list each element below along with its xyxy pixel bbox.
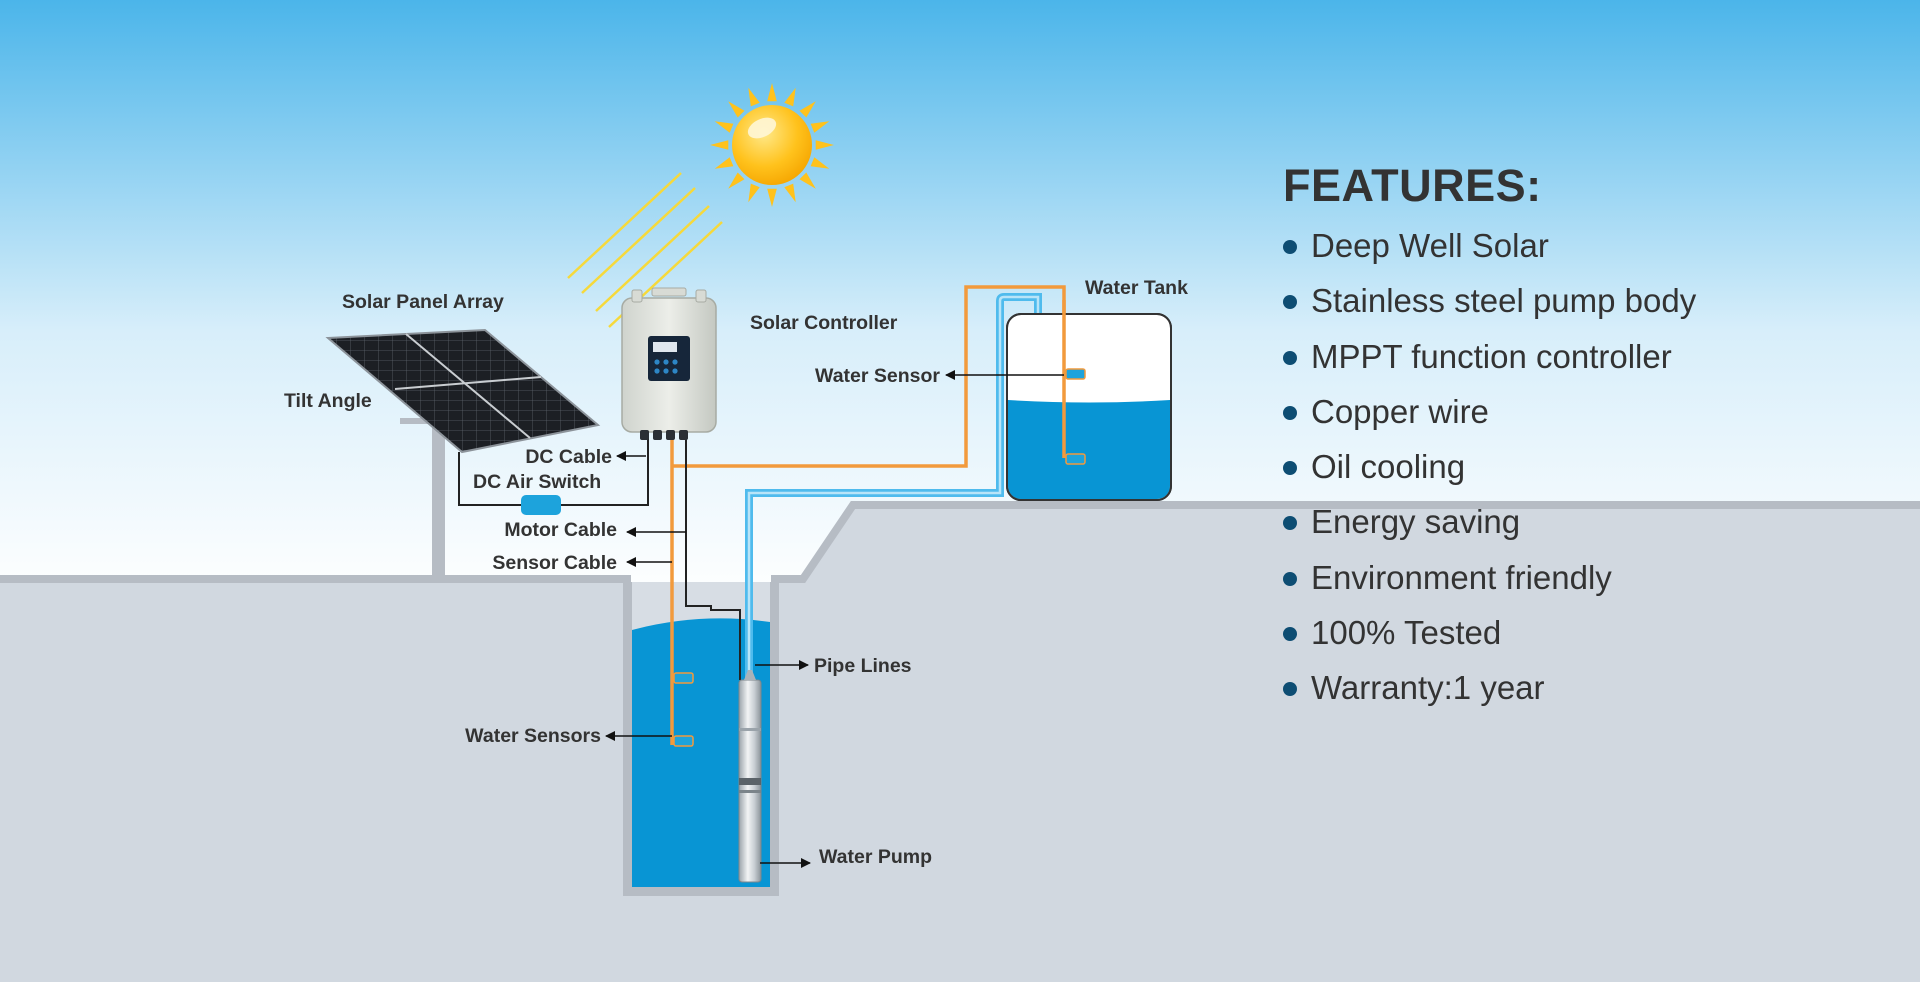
bullet-dot-icon	[1283, 627, 1297, 642]
feature-text: Environment friendly	[1311, 558, 1612, 596]
sun-ray	[799, 101, 816, 118]
motor-cable-line	[685, 432, 741, 680]
feature-item: 100% Tested	[1283, 613, 1903, 668]
feature-text: Oil cooling	[1311, 448, 1466, 486]
label-motor-cable: Motor Cable	[504, 519, 617, 541]
label-pointers	[605, 370, 1064, 868]
sun-ray	[799, 172, 816, 189]
feature-item: Environment friendly	[1283, 558, 1903, 613]
sun-ray	[710, 140, 729, 150]
label-solar-panel-array: Solar Panel Array	[342, 291, 504, 313]
feature-text: Warranty:1 year	[1311, 669, 1545, 707]
sun-ray	[728, 172, 745, 189]
bullet-dot-icon	[1283, 405, 1297, 420]
bullet-dot-icon	[1283, 571, 1297, 586]
bullet-dot-icon	[1283, 350, 1297, 365]
feature-item: Warranty:1 year	[1283, 668, 1903, 723]
bullet-dot-icon	[1283, 516, 1297, 531]
sun-ray	[810, 121, 830, 133]
label-water-sensors: Water Sensors	[465, 725, 601, 747]
sky-background	[0, 0, 1920, 600]
well-water	[632, 618, 770, 887]
sun-ray	[767, 188, 777, 207]
label-solar-controller: Solar Controller	[750, 312, 898, 334]
bullet-dot-icon	[1283, 240, 1297, 254]
sun-ray	[767, 83, 777, 102]
label-sensor-cable: Sensor Cable	[492, 552, 617, 574]
feature-text: 100% Tested	[1311, 614, 1502, 652]
feature-item: Copper wire	[1283, 392, 1903, 447]
feature-item: Deep Well Solar	[1283, 226, 1903, 281]
sun-icon	[710, 83, 834, 207]
sun-ray	[714, 157, 734, 169]
label-tilt-angle: Tilt Angle	[284, 390, 372, 412]
solar-panel-array	[325, 328, 601, 454]
water-pump	[738, 670, 762, 883]
tank-water-sensor-lower	[1065, 453, 1086, 465]
features-title: FEATURES:	[1283, 160, 1542, 211]
sun-ray	[784, 183, 796, 203]
label-pipe-lines: Pipe Lines	[814, 655, 912, 677]
sun-ray	[784, 87, 796, 107]
feature-item: Oil cooling	[1283, 447, 1903, 502]
bullet-dot-icon	[1283, 461, 1297, 476]
sun-ray	[810, 157, 830, 169]
sun-ray	[748, 183, 760, 203]
solar-controller	[621, 287, 717, 440]
feature-item: Stainless steel pump body	[1283, 281, 1903, 336]
sun-ray	[815, 140, 834, 150]
pipe-line	[745, 293, 1042, 878]
sun-ray	[728, 101, 745, 118]
feature-text: Stainless steel pump body	[1311, 282, 1697, 320]
panel-post	[432, 428, 445, 578]
dc-air-switch	[521, 495, 561, 515]
ground	[0, 502, 1920, 982]
well-water-sensor-upper	[673, 672, 694, 684]
feature-text: MPPT function controller	[1311, 337, 1672, 375]
feature-item: MPPT function controller	[1283, 337, 1903, 392]
bullet-dot-icon	[1283, 682, 1297, 697]
label-dc-cable: DC Cable	[525, 446, 612, 468]
label-water-sensor: Water Sensor	[815, 365, 940, 387]
label-water-pump: Water Pump	[819, 846, 932, 868]
feature-item: Energy saving	[1283, 502, 1903, 557]
well-water-sensor-lower	[673, 735, 694, 747]
features-list: Deep Well Solar Stainless steel pump bod…	[1283, 226, 1903, 724]
feature-text: Deep Well Solar	[1311, 227, 1549, 264]
bullet-dot-icon	[1283, 295, 1297, 310]
sun-ray	[714, 121, 734, 133]
features-panel: FEATURES: Deep Well Solar Stainless stee…	[1283, 160, 1903, 724]
sun-ray	[748, 87, 760, 107]
label-water-tank: Water Tank	[1085, 277, 1188, 299]
feature-text: Energy saving	[1311, 503, 1521, 541]
label-dc-air-switch: DC Air Switch	[473, 471, 601, 493]
tank-water-sensor-upper	[1065, 368, 1086, 380]
water-tank	[1006, 313, 1172, 501]
feature-text: Copper wire	[1311, 392, 1489, 430]
